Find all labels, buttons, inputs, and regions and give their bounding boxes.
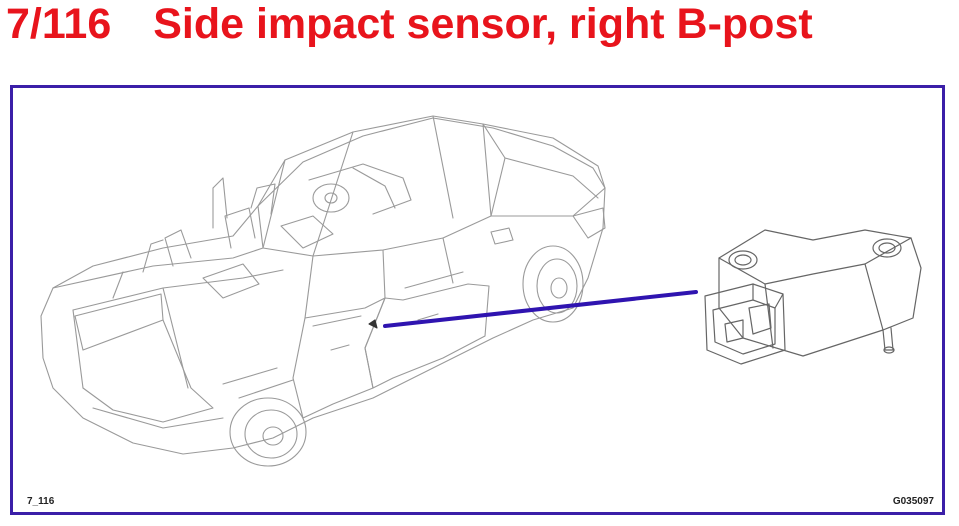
figure-frame: 7_116 G035097 xyxy=(10,85,945,515)
car-body-outline xyxy=(40,117,606,455)
sensor-connector xyxy=(704,283,786,365)
mounting-hole-left xyxy=(728,250,758,270)
car-hood xyxy=(482,123,606,217)
rear-wheel xyxy=(229,397,307,467)
rear-door xyxy=(292,297,386,419)
page-title: 7/116 Side impact sensor, right B-post xyxy=(6,0,813,50)
leader-line xyxy=(383,290,698,328)
car-illustration xyxy=(40,115,606,467)
figure-ref-right: G035097 xyxy=(892,496,934,507)
car-roof xyxy=(257,115,506,257)
figure-code: 7/116 xyxy=(6,0,112,48)
illustration xyxy=(40,115,922,467)
figure-title: Side impact sensor, right B-post xyxy=(153,0,813,48)
side-impact-sensor xyxy=(704,229,922,365)
locating-pin xyxy=(882,327,894,351)
front-wheel xyxy=(522,245,584,323)
front-door xyxy=(364,283,490,389)
sensor-body xyxy=(718,229,922,357)
car-trunk xyxy=(52,247,284,311)
seat-left xyxy=(164,207,256,267)
figure-ref-left: 7_116 xyxy=(27,496,55,507)
mounting-hole-right xyxy=(872,238,902,258)
sensor-location-marker xyxy=(368,319,378,329)
steering-wheel xyxy=(312,183,350,213)
